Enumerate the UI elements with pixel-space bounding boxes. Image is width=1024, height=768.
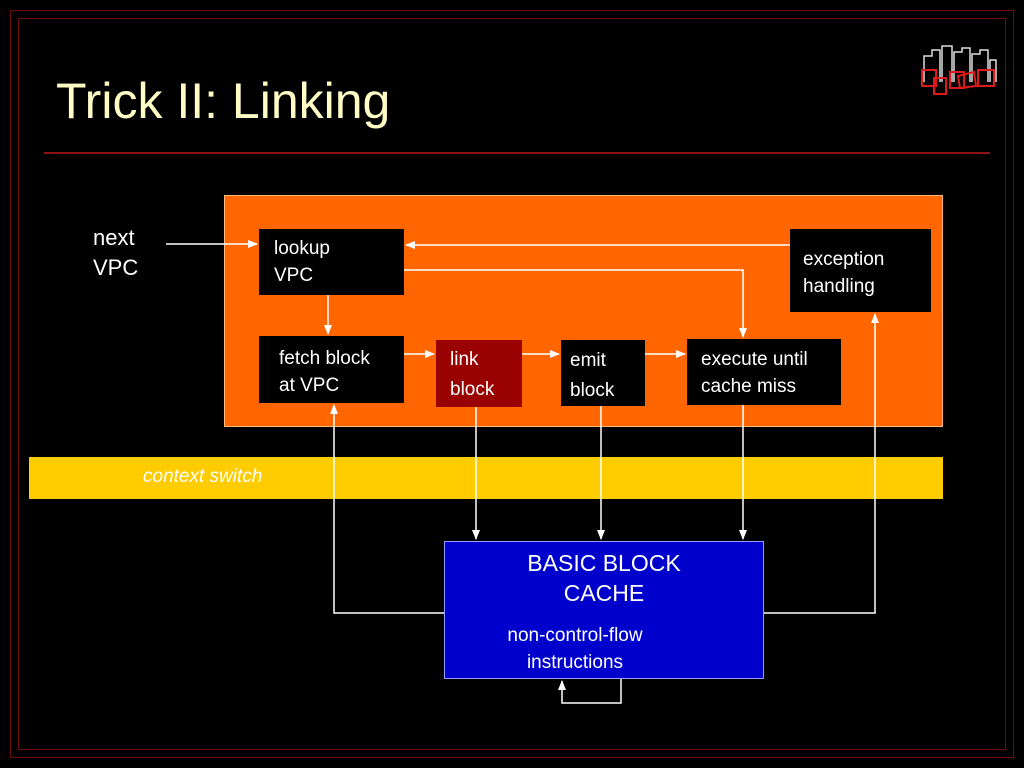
city-logo-icon xyxy=(921,45,997,95)
execute-until-box: execute until cache miss xyxy=(687,339,841,405)
next-vpc-label: next VPC xyxy=(93,225,139,280)
context-switch-label: context switch xyxy=(143,466,263,487)
arrow-cache-to-exception xyxy=(764,313,879,614)
context-switch-band xyxy=(29,457,943,499)
cache-subtitle: non-control-flow instructions xyxy=(507,625,643,673)
fetch-block-box: fetch block at VPC xyxy=(259,336,404,403)
slide-border-inner xyxy=(18,18,1006,750)
basic-block-cache-box: BASIC BLOCK CACHE non-control-flow instr… xyxy=(444,541,764,679)
cache-title: BASIC BLOCK CACHE xyxy=(527,550,681,606)
exception-handling-box: exception handling xyxy=(790,229,931,312)
link-block-box: link block xyxy=(436,340,522,407)
arrow-lookup-to-execute xyxy=(404,269,747,338)
lookup-vpc-box: lookup VPC xyxy=(259,229,404,295)
slide-title: Trick II: Linking xyxy=(56,73,391,129)
title-divider xyxy=(44,152,990,154)
arrow-cache-to-fetch xyxy=(330,404,444,614)
arrow-cache-self-loop xyxy=(558,679,622,704)
slide-border-outer xyxy=(10,10,1014,758)
emit-block-box: emit block xyxy=(561,340,645,406)
